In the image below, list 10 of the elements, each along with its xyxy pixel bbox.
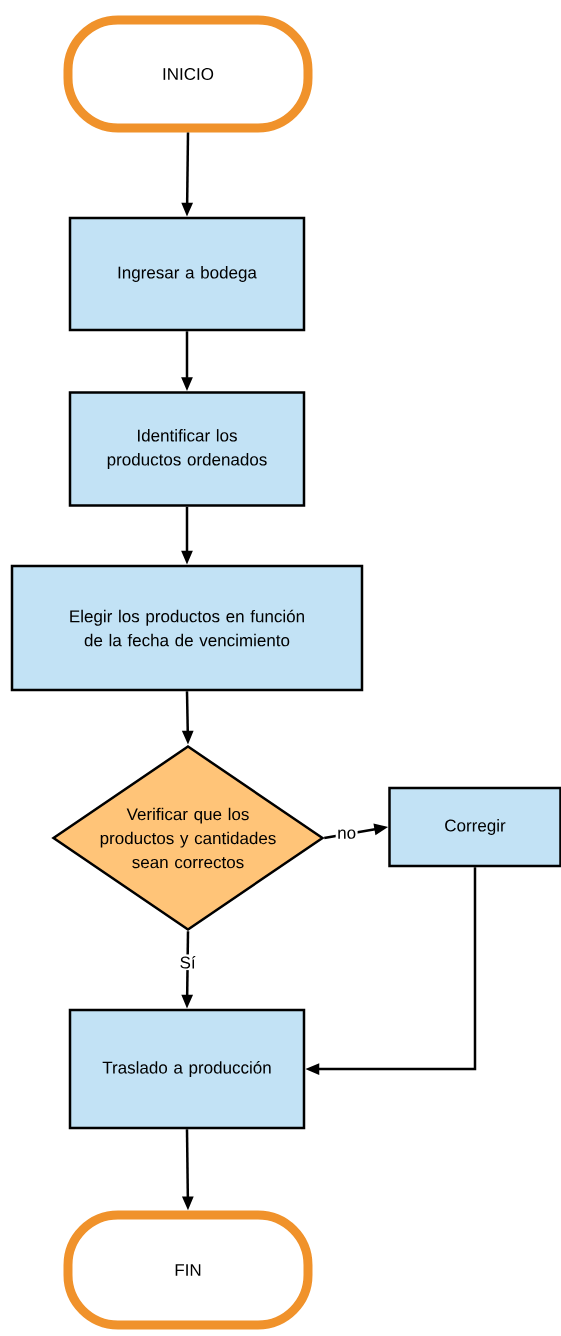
terminal-box: FIN (63, 1210, 313, 1330)
decision-text: Verificar que los productos y cantidades sean correctos (100, 807, 276, 869)
process-box: Ingresar a bodega (68, 216, 306, 332)
process-box: Identificar los productos ordenados (68, 391, 306, 507)
terminal-box: INICIO (63, 15, 313, 133)
process-box: Elegir los productos en función de la fecha de vencimiento (10, 564, 364, 692)
process-box: Corregir (388, 786, 561, 868)
edge-label: Sí (178, 954, 198, 971)
process-box: Traslado a producción (68, 1008, 306, 1130)
edge-label: no (335, 828, 358, 841)
